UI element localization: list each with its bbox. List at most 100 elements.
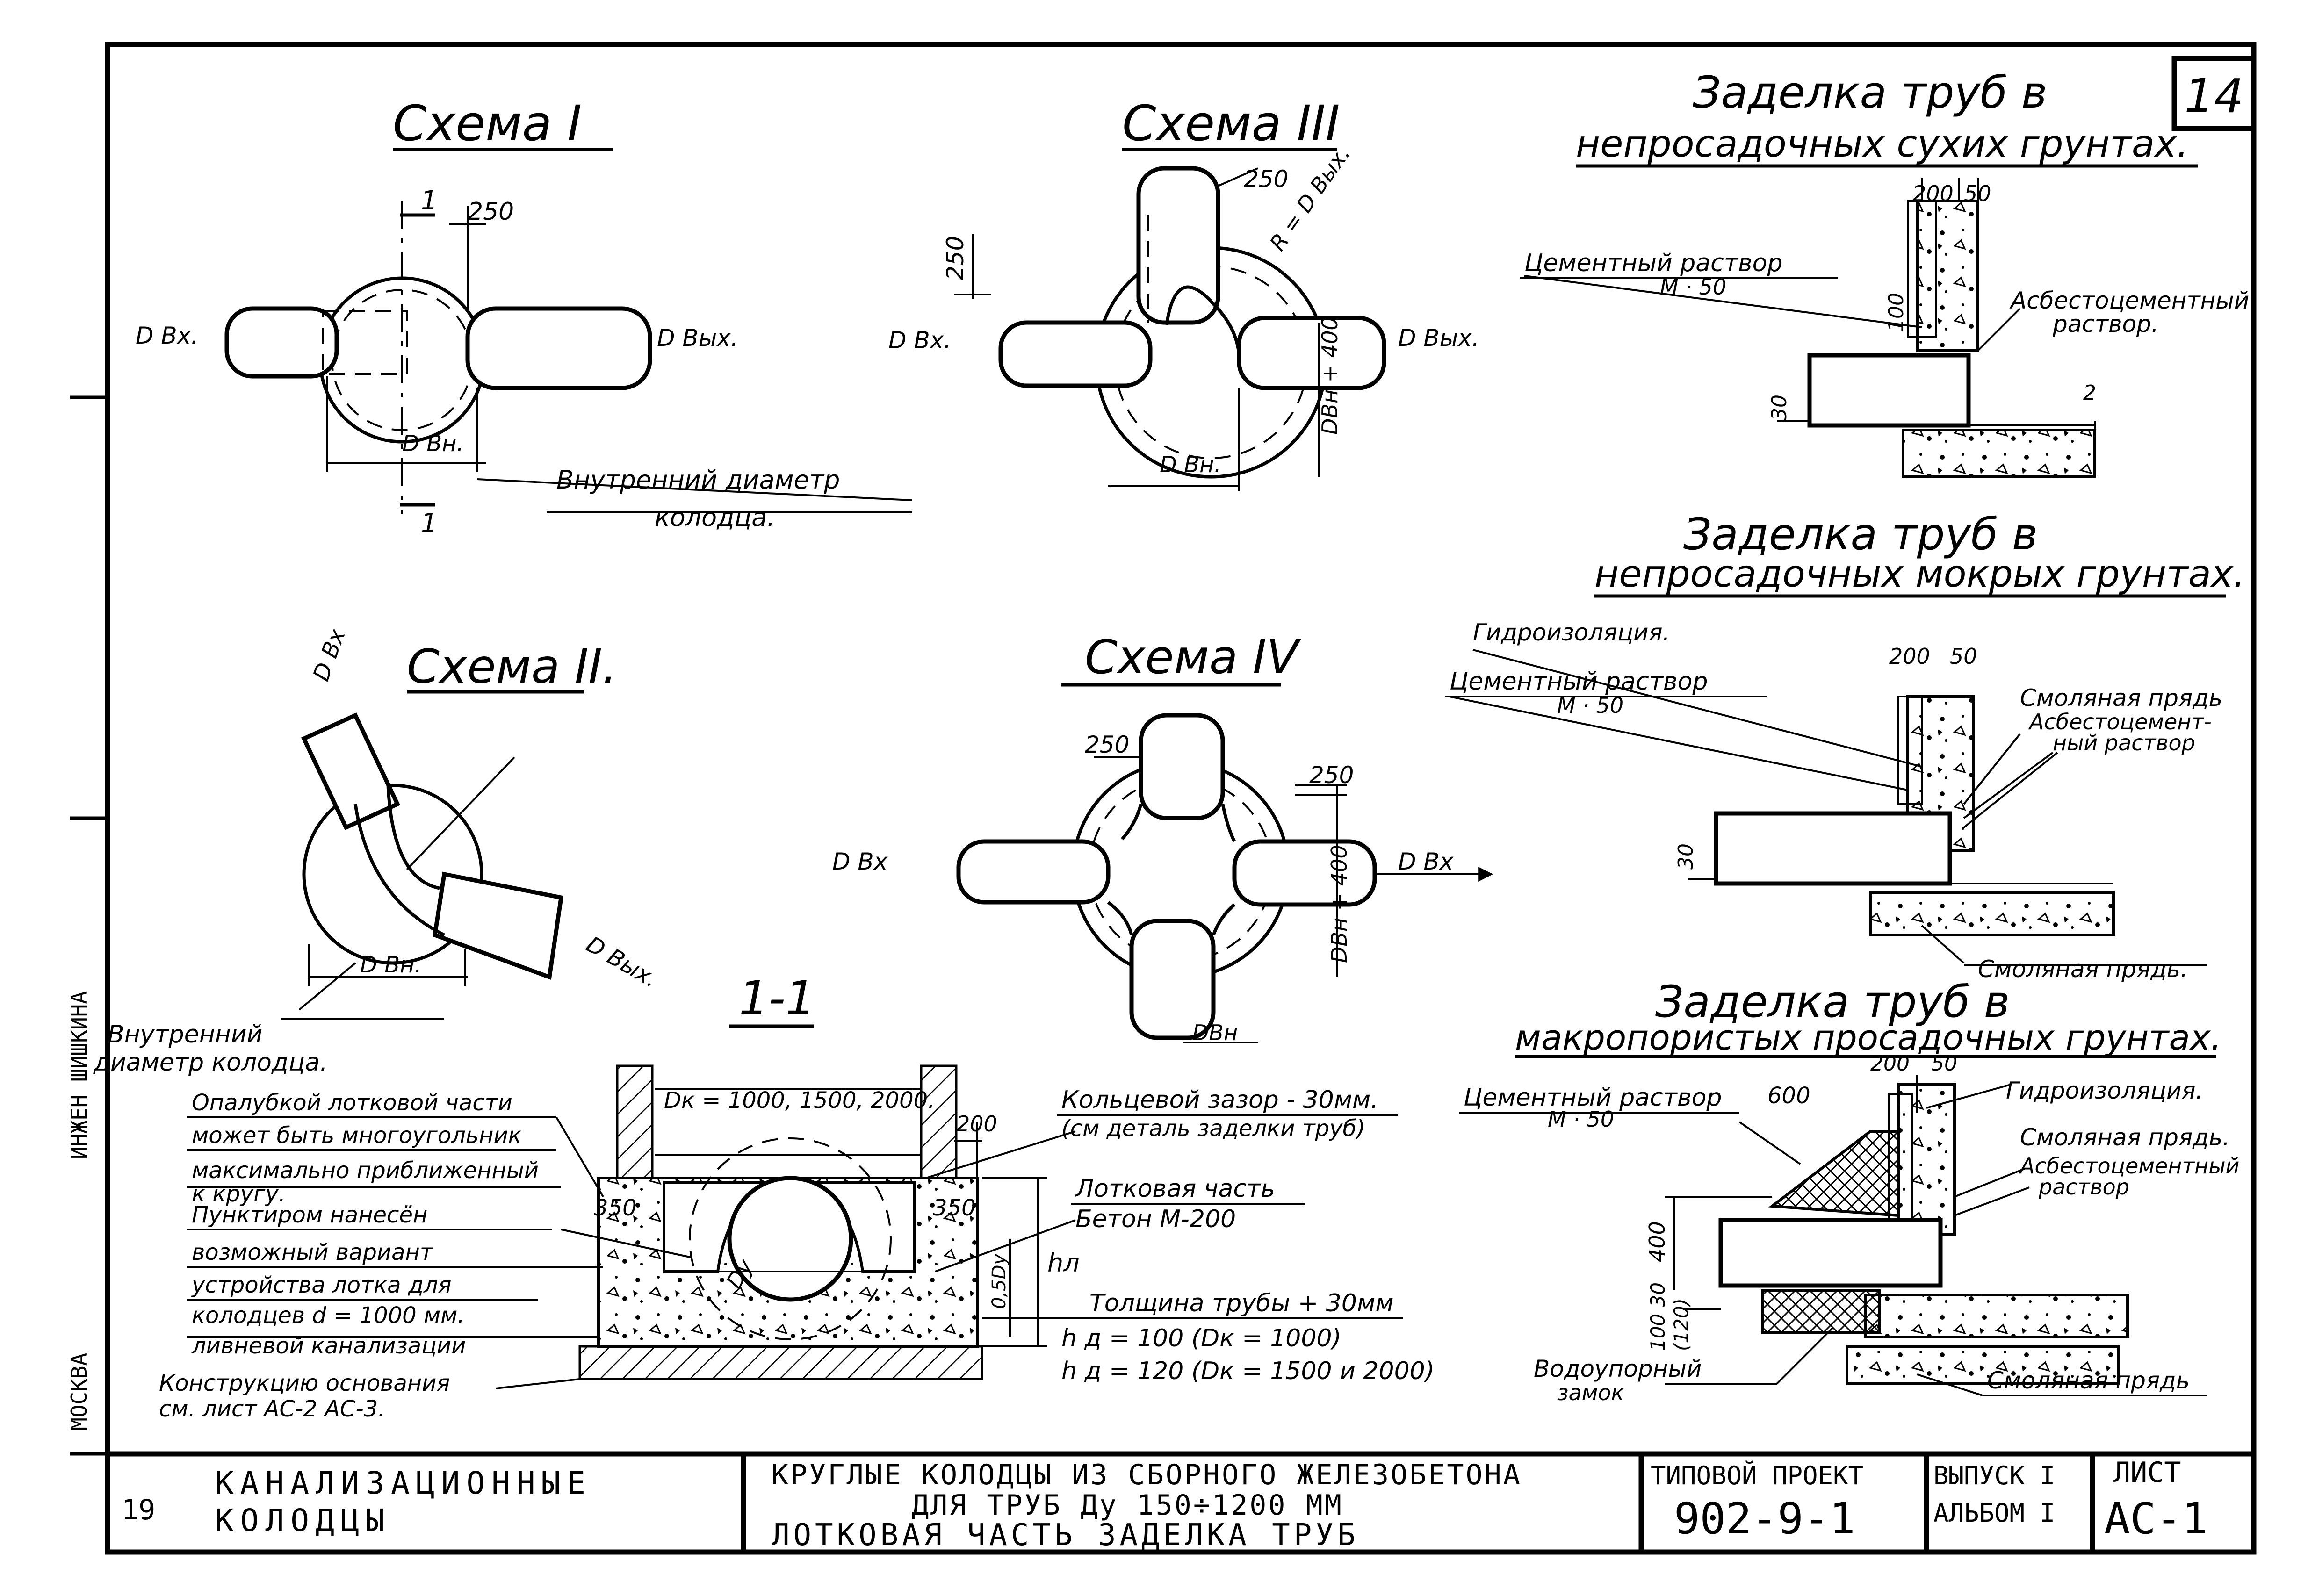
detail-wet-dim-50: 50: [1950, 644, 1977, 669]
scheme-4-label-in: D Вх: [832, 848, 888, 875]
detail-dry-dim-100: 100: [1884, 293, 1908, 332]
scheme-2-label-out: D Вых.: [582, 931, 662, 993]
margin-city: МОСКВА: [66, 1353, 92, 1431]
detail-macro-dim-600: 600: [1767, 1083, 1810, 1109]
detail-macro-resin-2: Смоляная прядь: [1987, 1367, 2190, 1394]
detail-dry-asb-1: Асбестоцементный: [2009, 287, 2249, 314]
detail-dry-title-2: непросадочных сухих грунтах.: [1576, 122, 2189, 165]
detail-macro-mortar-1: Цементный раствор: [1464, 1084, 1722, 1112]
scheme-2-label-in: D Вх: [308, 625, 351, 684]
detail-macro-dim-100-30: 100 30: [1646, 1282, 1669, 1351]
scheme-1-label-out: D Вых.: [657, 324, 738, 352]
scheme-1-label-in: D Вх.: [136, 322, 198, 349]
scheme-4-dim-dvn400: DВн + 400: [1327, 845, 1352, 963]
detail-wet-asb-1: Асбестоцемент-: [2028, 709, 2212, 734]
section-base-note-1: Конструкцию основания: [159, 1370, 450, 1396]
section-1-1-dim-dk: Dк = 1000, 1500, 2000.: [664, 1087, 935, 1114]
detail-dry-dim-50: 50: [1964, 181, 1991, 206]
issue-label: ВЫПУСК I: [1933, 1461, 2055, 1490]
detail-wet-asb-2: ный раствор: [2053, 730, 2195, 755]
section-note-8: колодцев d = 1000 мм.: [192, 1302, 465, 1329]
project-label: ТИПОВОЙ ПРОЕКТ: [1651, 1461, 1863, 1490]
detail-macro-dim-120: (120): [1670, 1298, 1693, 1351]
detail-wet: [1449, 594, 2226, 966]
scheme-2: Схема II.: [281, 639, 617, 1020]
drawing-title-3: ЛОТКОВАЯ ЧАСТЬ ЗАДЕЛКА ТРУБ: [772, 1518, 1359, 1553]
detail-macro-title-1: Заделка труб в: [1655, 977, 2010, 1028]
detail-wet-title-2: непросадочных мокрых грунтах.: [1594, 552, 2245, 596]
section-1-1-dim-350-right: 350: [933, 1195, 976, 1221]
section-1-1-dim-350-left: 350: [594, 1195, 637, 1221]
detail-dry-asb-2: раствор.: [2052, 310, 2159, 338]
sheet-code: АС-1: [2104, 1494, 2208, 1544]
scheme-4-dim-250-left: 250: [1085, 731, 1129, 758]
section-note-2: может быть многоугольник: [192, 1122, 522, 1149]
scheme-1-title: Схема I: [393, 95, 582, 152]
detail-dry-title-1: Заделка труб в: [1693, 67, 2047, 118]
scheme-1-label-inner: D Вн.: [402, 431, 464, 457]
detail-wet-title-1: Заделка труб в: [1683, 509, 2038, 560]
section-tray-1: Лотковая часть: [1075, 1175, 1275, 1203]
section-pipe-thick: Толщина трубы + 30мм: [1089, 1289, 1393, 1317]
section-gap-1: Кольцевой зазор - 30мм.: [1061, 1086, 1378, 1114]
detail-dry-mortar-2: М · 50: [1660, 274, 1726, 300]
scheme-3: Схема III: [954, 95, 1386, 491]
section-hd2: h д = 120 (Dк = 1500 и 2000): [1061, 1357, 1435, 1385]
section-hd1: h д = 100 (Dк = 1000): [1061, 1324, 1342, 1352]
section-note-6: возможный вариант: [192, 1239, 434, 1265]
project-number: 902-9-1: [1674, 1494, 1855, 1544]
section-base-note-2: см. лист АС-2 АС-3.: [159, 1396, 385, 1422]
scheme-1-note-2: колодца.: [655, 503, 775, 532]
scheme-3-dim-250-side: 250: [942, 236, 969, 280]
sheet-label: ЛИСТ: [2113, 1456, 2181, 1489]
scheme-1: Схема I: [224, 95, 912, 514]
detail-wet-resin-2: Смоляная прядь.: [1978, 956, 2188, 983]
scheme-3-dim-r: R = D Вых.: [1265, 142, 1355, 256]
section-note-3: максимально приближенный: [192, 1157, 539, 1184]
detail-wet-dim-30: 30: [1674, 843, 1698, 870]
detail-wet-resin-1: Смоляная прядь: [2020, 684, 2222, 712]
section-1-1-dim-200: 200: [956, 1111, 997, 1136]
detail-dry: [1524, 164, 2198, 478]
scheme-1-section-mark-top: 1: [421, 186, 438, 216]
scheme-1-section-mark-bottom: 1: [421, 508, 438, 539]
title-block: КАНАЛИЗАЦИОННЫЕ КОЛОДЦЫ КРУГЛЫЕ КОЛОДЦЫ …: [215, 1456, 2208, 1553]
section-1-1-title: 1-1: [739, 971, 815, 1026]
album-label: АЛЬБОМ I: [1933, 1498, 2055, 1528]
scheme-4-label-dvn: DВн: [1192, 1020, 1238, 1045]
detail-macro-dim-200: 200: [1870, 1052, 1910, 1076]
scheme-4-label-out: D Вх: [1398, 848, 1454, 875]
detail-wet-mortar-2: М · 50: [1557, 693, 1623, 718]
scheme-3-title: Схема III: [1122, 95, 1340, 152]
section-1-1: 1-1: [578, 971, 1403, 1380]
section-note-9: ливневой канализации: [191, 1333, 466, 1359]
scheme-2-label-inner: D Вн.: [360, 952, 422, 978]
section-1-1-left-notes: [187, 1116, 692, 1389]
detail-dry-mortar-1: Цементный раствор: [1524, 249, 1782, 277]
section-1-1-dim-hl: hл: [1047, 1248, 1080, 1278]
detail-macro: [1515, 1055, 2216, 1396]
section-note-5: Пунктиром нанесён: [192, 1202, 427, 1228]
detail-dry-dim-200: 200: [1912, 181, 1954, 206]
detail-wet-mortar-1: Цементный раствор: [1450, 668, 1708, 696]
detail-wet-waterproof: Гидроизоляция.: [1473, 619, 1670, 646]
detail-wet-dim-200: 200: [1889, 644, 1930, 669]
margin-series-prefix: 19: [122, 1494, 155, 1526]
drawing-title-1: КРУГЛЫЕ КОЛОДЦЫ ИЗ СБОРНОГО ЖЕЛЕЗОБЕТОНА: [772, 1459, 1522, 1491]
sheet-number: 14: [2184, 69, 2243, 123]
detail-macro-asb-2: раствор: [2038, 1174, 2129, 1200]
sheet-frame: [70, 42, 2257, 1555]
detail-macro-waterproof: Гидроизоляция.: [2006, 1077, 2203, 1104]
scheme-3-dim-250-top: 250: [1244, 165, 1288, 193]
section-note-7: устройства лотка для: [191, 1272, 452, 1298]
section-note-1: Опалубкой лотковой части: [192, 1090, 512, 1116]
scheme-2-note-2: диаметр колодца.: [93, 1049, 328, 1077]
detail-macro-lock-2: замок: [1557, 1380, 1624, 1405]
section-tray-2: Бетон М-200: [1075, 1205, 1236, 1233]
scheme-3-dim-dvn400: DВн + 400: [1317, 316, 1342, 435]
detail-macro-asb-1: Асбестоцементный: [2019, 1153, 2239, 1179]
detail-macro-lock-1: Водоупорный: [1534, 1355, 1702, 1382]
detail-macro-mortar-2: М · 50: [1548, 1107, 1614, 1132]
detail-dry-dim-2: 2: [2083, 381, 2096, 405]
section-note-4: к кругу.: [192, 1181, 286, 1207]
